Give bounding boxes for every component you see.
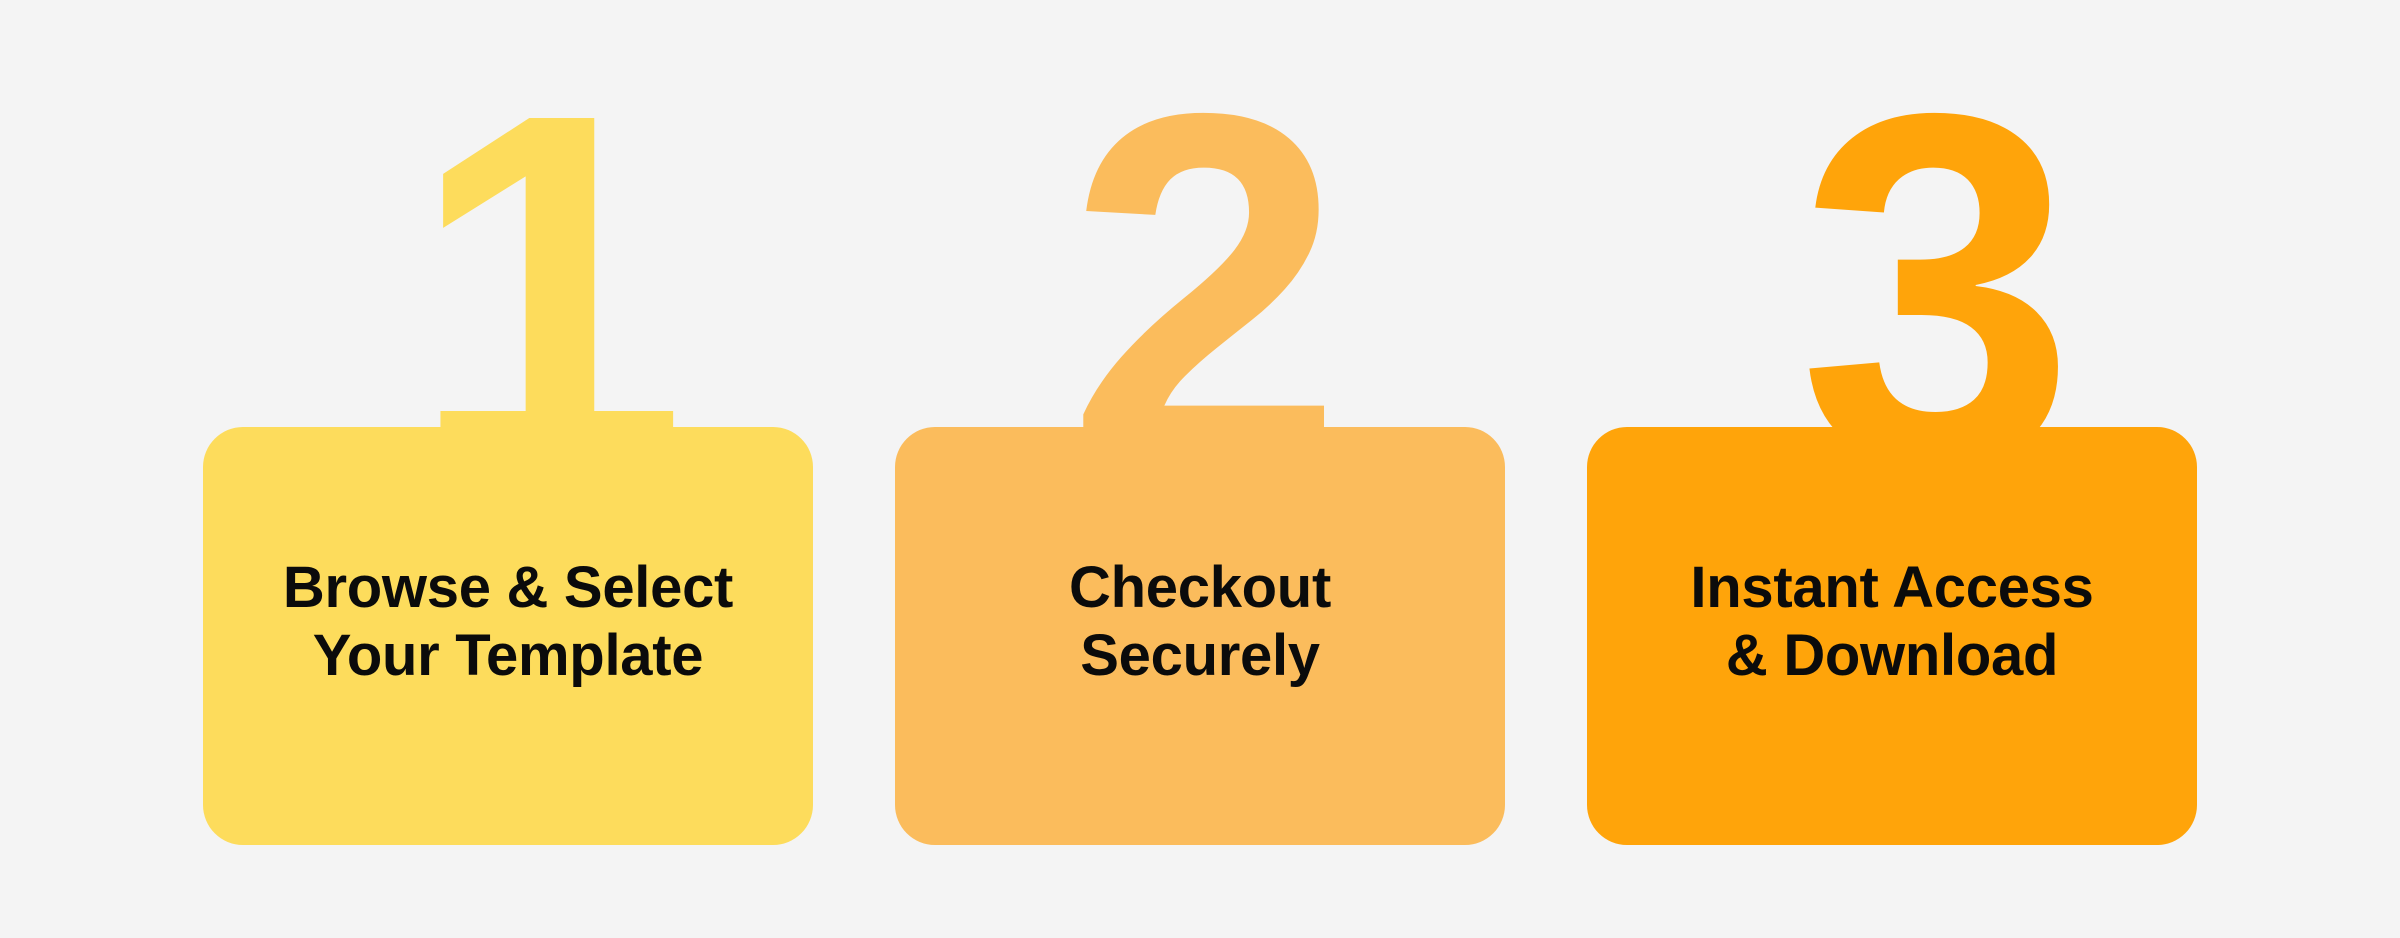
step-3: 3 Instant Access & Download [1587,39,2197,845]
step-label-3: Instant Access & Download [1690,554,2094,688]
step-card-2[interactable]: Checkout Securely [895,427,1505,845]
step-number-3: 3 [1797,9,2076,568]
step-label-1: Browse & Select Your Template [282,554,734,688]
step-2: 2 Checkout Securely [895,39,1505,845]
step-number-2: 2 [1065,9,1344,568]
step-label-2: Checkout Securely [1069,554,1331,688]
step-1: 1 Browse & Select Your Template [203,39,813,845]
step-card-3[interactable]: Instant Access & Download [1587,427,2197,845]
step-number-1: 1 [408,9,687,568]
step-card-1[interactable]: Browse & Select Your Template [203,427,813,845]
